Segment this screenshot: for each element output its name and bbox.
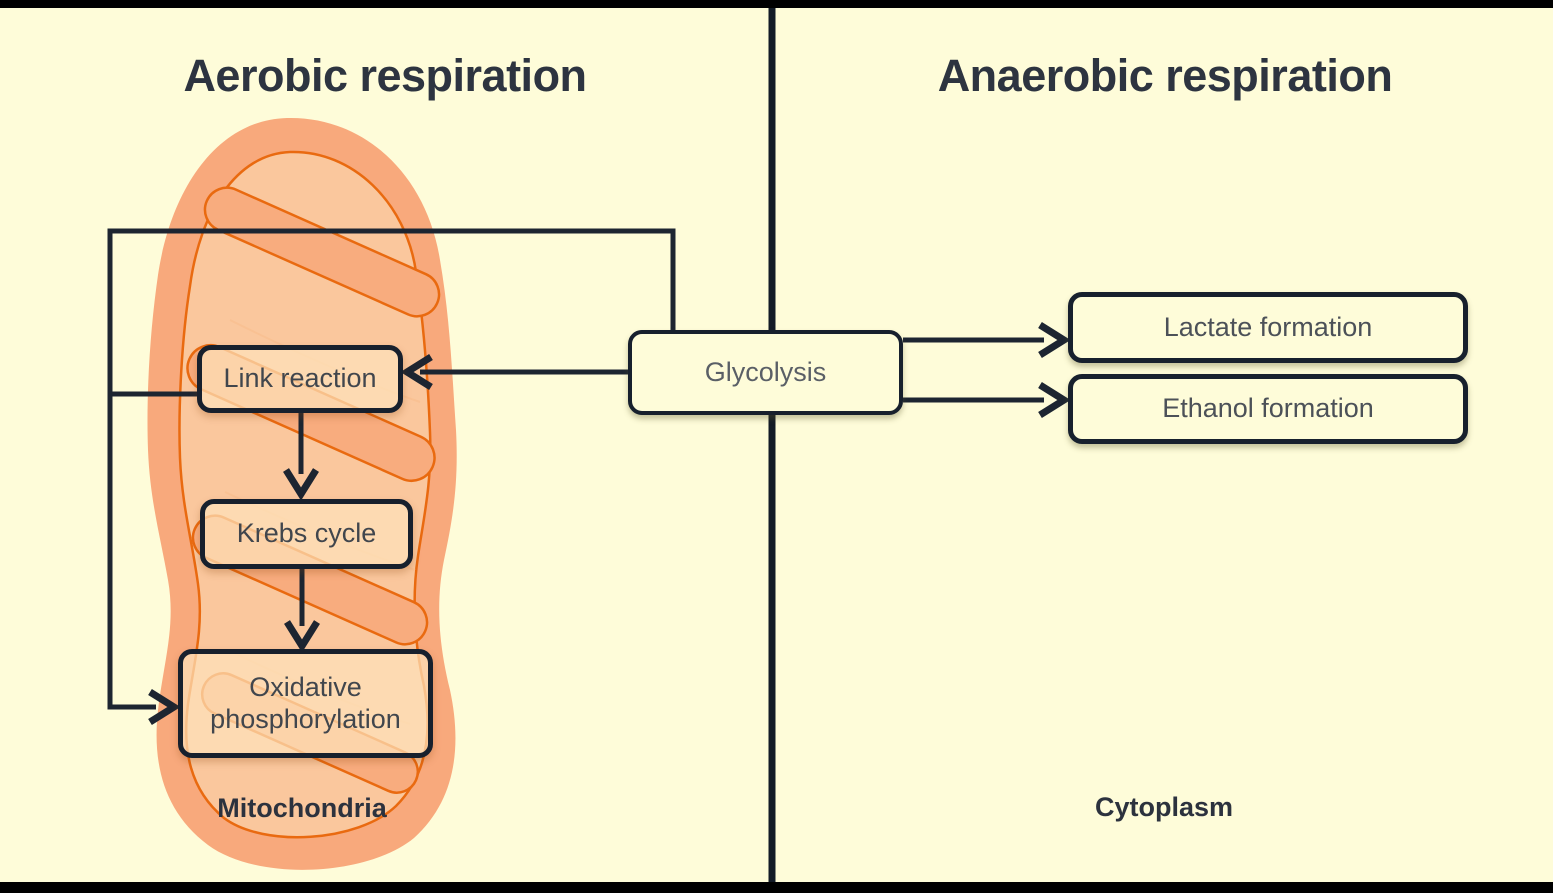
node-krebs-cycle: Krebs cycle xyxy=(200,499,413,569)
node-link-reaction-label: Link reaction xyxy=(223,363,377,394)
cytoplasm-region-label: Cytoplasm xyxy=(1094,792,1234,822)
edge-glycolysis-to-oxphos xyxy=(107,228,676,710)
node-oxidative-phosphorylation-label: Oxidative phosphorylation xyxy=(210,671,401,734)
aerobic-panel-title: Aerobic respiration xyxy=(183,50,587,101)
node-lactate-formation: Lactate formation xyxy=(1068,292,1468,363)
arrowhead-into-link xyxy=(400,354,433,390)
node-lactate-formation-label: Lactate formation xyxy=(1163,311,1373,342)
node-glycolysis: Glycolysis xyxy=(628,330,903,415)
arrowhead-into-ethanol xyxy=(1038,382,1071,418)
anaerobic-panel-title: Anaerobic respiration xyxy=(937,50,1393,101)
node-link-reaction: Link reaction xyxy=(197,345,403,413)
arrowhead-into-oxphos-left xyxy=(148,689,181,725)
panel-divider xyxy=(768,0,776,893)
node-oxidative-phosphorylation: Oxidative phosphorylation xyxy=(178,649,433,758)
bottom-frame-bar xyxy=(0,882,1553,893)
node-ethanol-formation: Ethanol formation xyxy=(1068,374,1468,444)
node-krebs-cycle-label: Krebs cycle xyxy=(236,518,377,549)
arrowhead-into-lactate xyxy=(1038,322,1071,358)
connector-arrows xyxy=(107,228,1044,710)
arrowheads xyxy=(148,322,1071,725)
node-glycolysis-label: Glycolysis xyxy=(704,356,827,387)
top-frame-bar xyxy=(0,0,1553,8)
arrowhead-into-oxphos-top xyxy=(284,620,320,653)
arrowhead-into-krebs xyxy=(283,468,319,501)
node-ethanol-formation-label: Ethanol formation xyxy=(1162,393,1374,424)
mitochondria-region-label: Mitochondria xyxy=(217,793,387,823)
